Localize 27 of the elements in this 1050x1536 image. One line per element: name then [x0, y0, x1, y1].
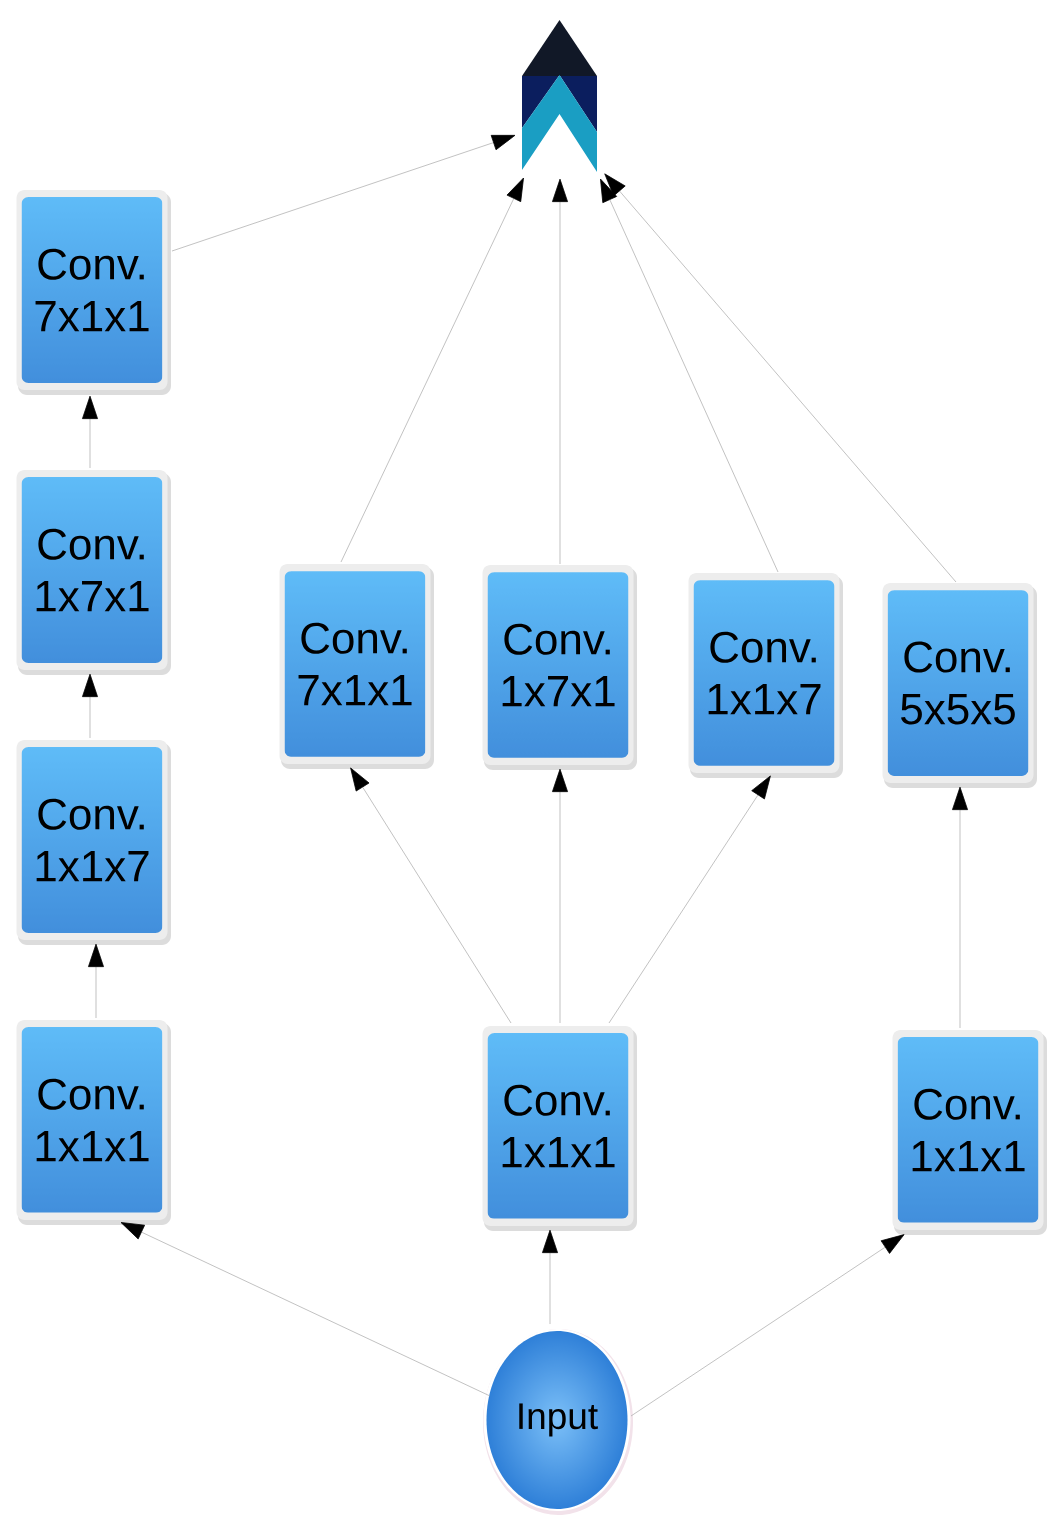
arrow: [82, 673, 98, 739]
arrow: [171, 135, 516, 252]
layer-box: Conv. 1x7x1: [16, 470, 171, 675]
arrow: [952, 786, 968, 1029]
arrow: [600, 178, 779, 573]
arrow: [120, 1222, 491, 1397]
layer-box: Conv. 1x1x1: [482, 1026, 637, 1231]
layer-box: Conv. 1x1x7: [688, 573, 843, 778]
arrow: [604, 173, 957, 583]
arrow: [630, 1234, 905, 1417]
oval-node: Input: [483, 1329, 633, 1515]
arrow: [552, 768, 568, 1024]
layer-box: Conv. 7x1x1: [279, 564, 434, 769]
arrow: [350, 767, 512, 1024]
layer-box: Conv. 1x1x7: [16, 740, 171, 945]
arrow: [608, 775, 771, 1024]
layer-box: Conv. 1x7x1: [482, 565, 637, 770]
layer-box: Conv. 1x1x1: [892, 1030, 1047, 1235]
layer-box: Conv. 5x5x5: [882, 583, 1037, 788]
arrow: [82, 395, 98, 469]
chevron-icon: [522, 20, 597, 172]
arrow: [552, 178, 568, 565]
arrow: [88, 943, 104, 1019]
layer-box: Conv. 1x1x1: [16, 1020, 171, 1225]
arrow: [542, 1229, 558, 1325]
arrow: [340, 177, 524, 563]
layer-box: Conv. 7x1x1: [16, 190, 171, 395]
